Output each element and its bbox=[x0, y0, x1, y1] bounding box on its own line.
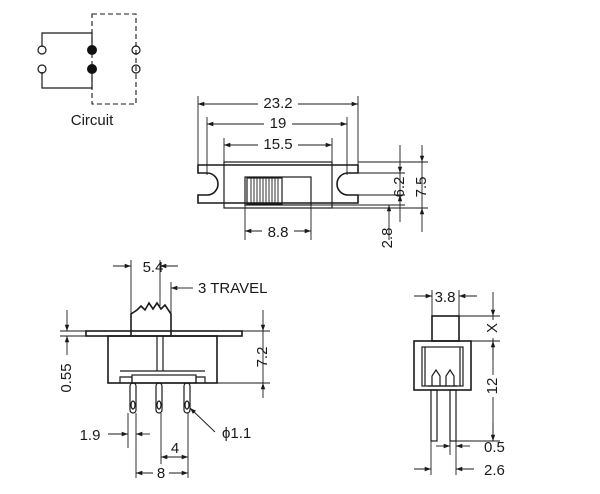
dim-end-body-height-label: 12 bbox=[484, 378, 501, 395]
dim-pin-edge-label: 1.9 bbox=[80, 427, 101, 444]
side-actuator bbox=[130, 301, 172, 335]
dim-end-actuator-width-label: 3.8 bbox=[435, 289, 456, 306]
end-pin-right bbox=[449, 389, 457, 442]
pin-1 bbox=[129, 382, 137, 414]
end-body bbox=[413, 340, 472, 391]
dim-pin-hole-label: ϕ1.1 bbox=[222, 425, 251, 442]
circuit-wire-upper bbox=[41, 32, 93, 47]
dim-pin-pitch-label: 4 bbox=[171, 440, 179, 457]
dim-side-actuator-width-label: 5.4 bbox=[143, 259, 164, 276]
circuit-label: Circuit bbox=[71, 112, 114, 129]
dim-slot-height-label: 6.2 bbox=[391, 177, 408, 198]
dim-flange-thickness-label: 0.55 bbox=[58, 363, 75, 392]
end-actuator bbox=[431, 315, 460, 342]
circuit-wire-lower bbox=[41, 72, 93, 89]
side-base bbox=[131, 374, 197, 384]
actuator-knob bbox=[246, 177, 283, 205]
pin-3 bbox=[183, 382, 191, 414]
dim-body-height-label: 7.5 bbox=[413, 177, 430, 198]
dim-side-body-height-label: 7.2 bbox=[254, 347, 271, 368]
dim-actuator-offset-label: 2.8 bbox=[379, 228, 396, 249]
top-view-outline bbox=[197, 164, 359, 204]
pin-2 bbox=[155, 382, 163, 414]
terminal-open-4 bbox=[131, 64, 141, 74]
top-view-body bbox=[223, 161, 333, 209]
dim-end-actuator-height-label: X bbox=[484, 323, 501, 333]
top-view: 23.2 19 15.5 8.8 6.2 7.5 2.8 bbox=[197, 94, 430, 249]
terminal-common-1 bbox=[87, 45, 97, 55]
circuit-diagram: Circuit bbox=[37, 13, 141, 129]
side-view: 5.4 3 TRAVEL 7.2 0.55 1.9 4 8 bbox=[58, 259, 271, 482]
end-view: 3.8 X 12 0.5 2.6 bbox=[413, 289, 505, 479]
dim-travel-label: 3 TRAVEL bbox=[198, 280, 267, 297]
switch-actuator-dashed bbox=[91, 13, 137, 105]
terminal-common-2 bbox=[87, 64, 97, 74]
dim-pin-span-label: 8 bbox=[157, 465, 165, 482]
dim-slot-width-label: 8.8 bbox=[268, 224, 289, 241]
dim-body-width-label: 15.5 bbox=[263, 136, 292, 153]
dim-pin-spacing-label: 2.6 bbox=[484, 462, 505, 479]
actuator-slot bbox=[244, 176, 312, 206]
dim-overall-width-label: 23.2 bbox=[263, 95, 292, 112]
dim-hole-pitch-label: 19 bbox=[270, 115, 287, 132]
side-pins bbox=[129, 382, 191, 414]
end-pin-left bbox=[430, 389, 438, 442]
terminal-open-2 bbox=[37, 64, 47, 74]
terminal-open-1 bbox=[37, 45, 47, 55]
dim-pin-thickness-label: 0.5 bbox=[484, 439, 505, 456]
knob-ridges bbox=[250, 178, 279, 204]
terminal-open-3 bbox=[131, 45, 141, 55]
dim-pin-hole bbox=[189, 407, 216, 433]
